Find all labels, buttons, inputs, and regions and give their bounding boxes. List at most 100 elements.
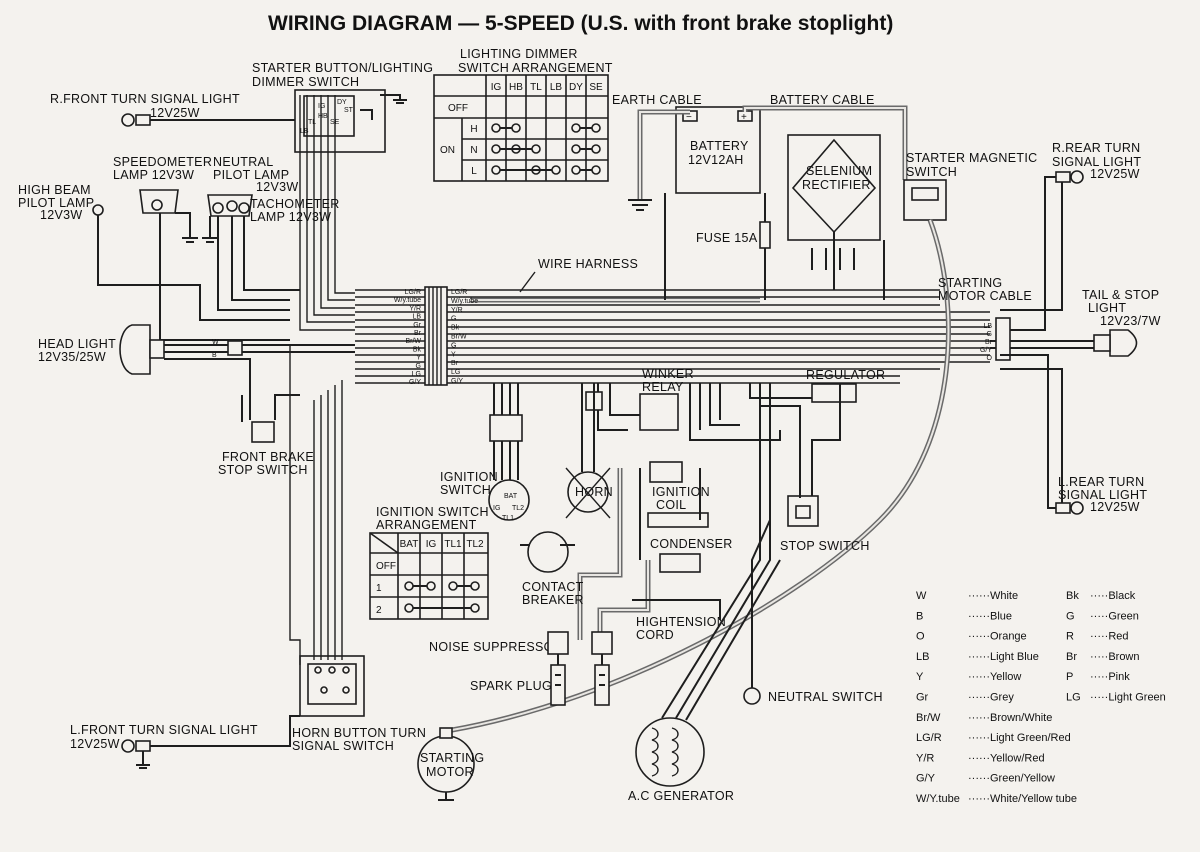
svg-text:CONTACT: CONTACT	[522, 580, 584, 594]
svg-text:12V25W: 12V25W	[150, 106, 200, 120]
dimmer-header-0: IG	[491, 82, 502, 93]
svg-text:ARRANGEMENT: ARRANGEMENT	[376, 518, 477, 532]
svg-text:IG: IG	[318, 103, 325, 110]
svg-text:PILOT LAMP: PILOT LAMP	[18, 196, 94, 210]
dimmer-row-off: OFF	[448, 103, 468, 114]
starter-dimmer-switch: STARTER BUTTON/LIGHTING DIMMER SWITCH IG…	[252, 61, 433, 153]
tail-code: LB	[983, 323, 992, 330]
harness-right-code: LG	[451, 369, 460, 376]
harness-left-code: LG/R	[405, 289, 421, 296]
regulator: REGULATOR	[689, 368, 885, 498]
harness-left-code: Br	[414, 330, 422, 337]
harness-left-code: Y	[416, 355, 421, 362]
svg-text:LIGHT: LIGHT	[1088, 301, 1126, 315]
svg-text:12V3W: 12V3W	[256, 180, 299, 194]
svg-text:SIGNAL LIGHT: SIGNAL LIGHT	[1058, 488, 1147, 502]
high-beam-pilot-lamp: HIGH BEAM PILOT LAMP 12V3W	[18, 183, 290, 321]
color-key-name: ······Brown/White	[968, 712, 1052, 724]
svg-text:BATTERY: BATTERY	[690, 139, 749, 153]
dimmer-group-on: ON	[440, 145, 455, 156]
svg-text:CORD: CORD	[636, 628, 674, 642]
svg-text:BATTERY CABLE: BATTERY CABLE	[770, 93, 875, 107]
selenium-rectifier: SELENIUM RECTIFIER	[787, 134, 881, 290]
svg-text:LIGHTING DIMMER: LIGHTING DIMMER	[460, 47, 578, 61]
harness-left-code: LG	[412, 371, 421, 378]
svg-text:IGNITION SWITCH: IGNITION SWITCH	[376, 505, 489, 519]
svg-text:STOP SWITCH: STOP SWITCH	[780, 539, 870, 553]
svg-text:SE: SE	[330, 119, 340, 126]
color-key-name: ······White/Yellow tube	[968, 793, 1077, 805]
left-vertical-bundle	[289, 95, 355, 665]
tail-light-bulb-icon	[1109, 329, 1138, 357]
svg-text:STOP SWITCH: STOP SWITCH	[218, 463, 308, 477]
dimmer-header-3: LB	[550, 82, 563, 93]
neutral-switch-icon	[743, 687, 761, 705]
color-key-code: W	[916, 590, 927, 602]
svg-text:STARTER BUTTON/LIGHTING: STARTER BUTTON/LIGHTING	[252, 61, 433, 75]
svg-text:WINKER: WINKER	[642, 367, 694, 381]
svg-text:LB: LB	[300, 128, 309, 135]
svg-text:STARTING: STARTING	[938, 276, 1002, 290]
noise-suppressor: NOISE SUPPRESSOR	[429, 631, 613, 665]
harness-left-code: Y/R	[409, 305, 421, 312]
color-key-code: B	[916, 610, 923, 622]
svg-text:IGNITION: IGNITION	[652, 485, 710, 499]
horn-button-turn-signal-switch: HORN BUTTON TURN SIGNAL SWITCH	[292, 655, 426, 753]
svg-text:IG: IG	[493, 505, 500, 512]
svg-text:DY: DY	[337, 99, 347, 106]
ign-header-0: BAT	[400, 539, 419, 550]
color-key-name: ······Light Blue	[968, 651, 1039, 663]
svg-text:12V35/25W: 12V35/25W	[38, 350, 106, 364]
svg-text:SWITCH: SWITCH	[906, 165, 957, 179]
color-key-code: G/Y	[916, 773, 936, 785]
color-key-code: W/Y.tube	[916, 793, 960, 805]
color-key-name: ·····Brown	[1090, 651, 1140, 663]
svg-text:HIGH BEAM: HIGH BEAM	[18, 183, 91, 197]
svg-text:TL2: TL2	[512, 505, 524, 512]
svg-text:DIMMER SWITCH: DIMMER SWITCH	[252, 75, 359, 89]
ignition-coil: IGNITION COIL	[577, 461, 710, 640]
svg-text:COIL: COIL	[656, 498, 686, 512]
dimmer-header-4: DY	[569, 82, 583, 93]
svg-text:TAIL & STOP: TAIL & STOP	[1082, 288, 1159, 302]
color-key-code: Br/W	[916, 712, 941, 724]
svg-text:EARTH CABLE: EARTH CABLE	[612, 93, 702, 107]
tail-code: G	[987, 331, 992, 338]
color-key-name: ······Yellow	[968, 671, 1021, 683]
svg-text:SWITCH ARRANGEMENT: SWITCH ARRANGEMENT	[458, 61, 613, 75]
svg-text:SPEEDOMETER: SPEEDOMETER	[113, 155, 212, 169]
svg-text:IGNITION: IGNITION	[440, 470, 498, 484]
horn: HORN	[565, 383, 613, 519]
color-key-code: O	[916, 631, 925, 643]
svg-text:MOTOR CABLE: MOTOR CABLE	[938, 289, 1032, 303]
svg-text:CONDENSER: CONDENSER	[650, 537, 733, 551]
svg-text:ST: ST	[344, 107, 354, 114]
svg-text:BAT: BAT	[504, 493, 518, 500]
color-key-code: LB	[916, 651, 929, 663]
ign-row-2: 2	[376, 605, 382, 616]
color-key-code: Gr	[916, 692, 929, 704]
l-rear-turn-signal-light: L.REAR TURN SIGNAL LIGHT 12V25W	[1000, 354, 1147, 515]
color-key-code: LG/R	[916, 732, 942, 744]
wire-color-key: W······WhiteB······BlueO······OrangeLB··…	[916, 590, 1166, 805]
svg-text:FRONT BRAKE: FRONT BRAKE	[222, 450, 314, 464]
svg-text:LAMP 12V3W: LAMP 12V3W	[113, 168, 194, 182]
harness-right-code: Y	[451, 351, 456, 358]
color-key-code: G	[1066, 610, 1075, 622]
harness-left-code: W/y.tube	[394, 297, 421, 304]
svg-text:R.FRONT TURN SIGNAL LIGHT: R.FRONT TURN SIGNAL LIGHT	[50, 92, 240, 106]
harness-left-code: LB	[412, 314, 421, 321]
dimmer-header-5: SE	[589, 82, 603, 93]
color-key-name: ······White	[968, 590, 1018, 602]
spark-plug: SPARK PLUG	[470, 664, 610, 706]
svg-text:HIGHTENSION: HIGHTENSION	[636, 615, 726, 629]
condenser: CONDENSER	[597, 537, 733, 640]
high-beam-bulb-icon	[92, 204, 104, 216]
tail-code: Br	[985, 339, 993, 346]
